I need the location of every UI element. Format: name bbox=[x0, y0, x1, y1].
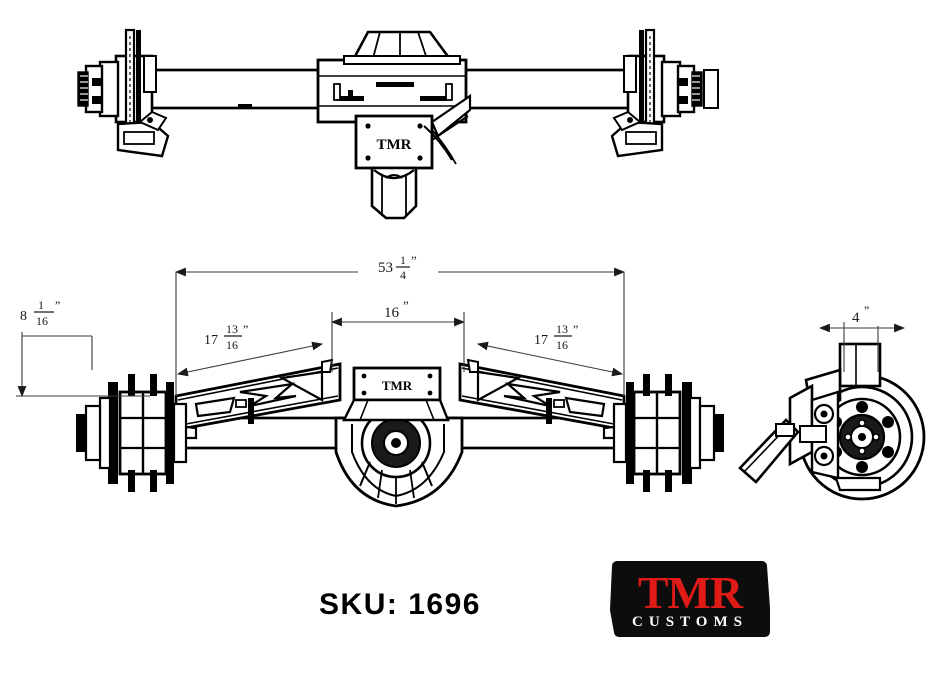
tmr-customs-logo: TMR CUSTOMS bbox=[610, 561, 770, 637]
dimension-side-offset: 4 ” bbox=[818, 303, 906, 372]
dim-ride-height-unit: ” bbox=[55, 298, 60, 312]
logo-brand-text: TMR bbox=[638, 567, 744, 618]
dim-left-arm-unit: ” bbox=[243, 322, 248, 336]
dimension-truss-arm-right: 17 13 16 ” bbox=[476, 322, 624, 377]
dimension-annotations: 53 1 4 ” 16 ” 17 13 16 ” bbox=[16, 252, 906, 398]
front-view: TMR bbox=[76, 358, 724, 508]
sku-label: SKU: 1696 bbox=[319, 588, 481, 621]
dimension-ride-height: 8 1 16 ” bbox=[16, 296, 150, 398]
dim-left-arm-denominator: 16 bbox=[226, 338, 238, 352]
dimension-truss-arm-left: 17 13 16 ” bbox=[176, 322, 324, 377]
dim-ride-height-denominator: 16 bbox=[36, 314, 48, 328]
top-view: TMR bbox=[77, 28, 719, 220]
dim-left-arm-whole: 17 bbox=[204, 333, 218, 348]
dim-side-offset-unit: ” bbox=[864, 303, 869, 317]
top-view-right-hub bbox=[610, 28, 719, 158]
dim-ride-height-numerator: 1 bbox=[38, 298, 44, 312]
top-view-left-hub bbox=[77, 28, 170, 158]
logo-plate bbox=[610, 561, 770, 637]
side-view bbox=[738, 342, 926, 501]
truss-arm-right bbox=[458, 358, 626, 440]
dimension-overall-width: 53 1 4 ” bbox=[174, 252, 626, 396]
dim-overall-unit: ” bbox=[411, 253, 417, 268]
front-view-left-hub bbox=[76, 374, 188, 492]
dim-ride-height-whole: 8 bbox=[20, 309, 27, 324]
front-view-tmr-badge: TMR bbox=[382, 378, 413, 393]
dim-center-whole: 16 bbox=[384, 305, 400, 321]
dim-side-offset-whole: 4 bbox=[852, 310, 860, 326]
dimension-center-span: 16 ” bbox=[330, 298, 466, 372]
dim-center-unit: ” bbox=[403, 298, 409, 313]
dim-left-arm-numerator: 13 bbox=[226, 322, 238, 336]
dim-right-arm-unit: ” bbox=[573, 322, 578, 336]
top-view-tmr-badge: TMR bbox=[377, 137, 412, 153]
dim-right-arm-numerator: 13 bbox=[556, 322, 568, 336]
dim-overall-whole: 53 bbox=[378, 260, 393, 276]
logo-tagline-text: CUSTOMS bbox=[632, 614, 748, 630]
dim-right-arm-whole: 17 bbox=[534, 333, 548, 348]
dim-right-arm-denominator: 16 bbox=[556, 338, 568, 352]
dim-overall-denominator: 4 bbox=[400, 268, 406, 282]
front-view-right-hub bbox=[612, 374, 724, 492]
dim-overall-numerator: 1 bbox=[400, 253, 406, 267]
